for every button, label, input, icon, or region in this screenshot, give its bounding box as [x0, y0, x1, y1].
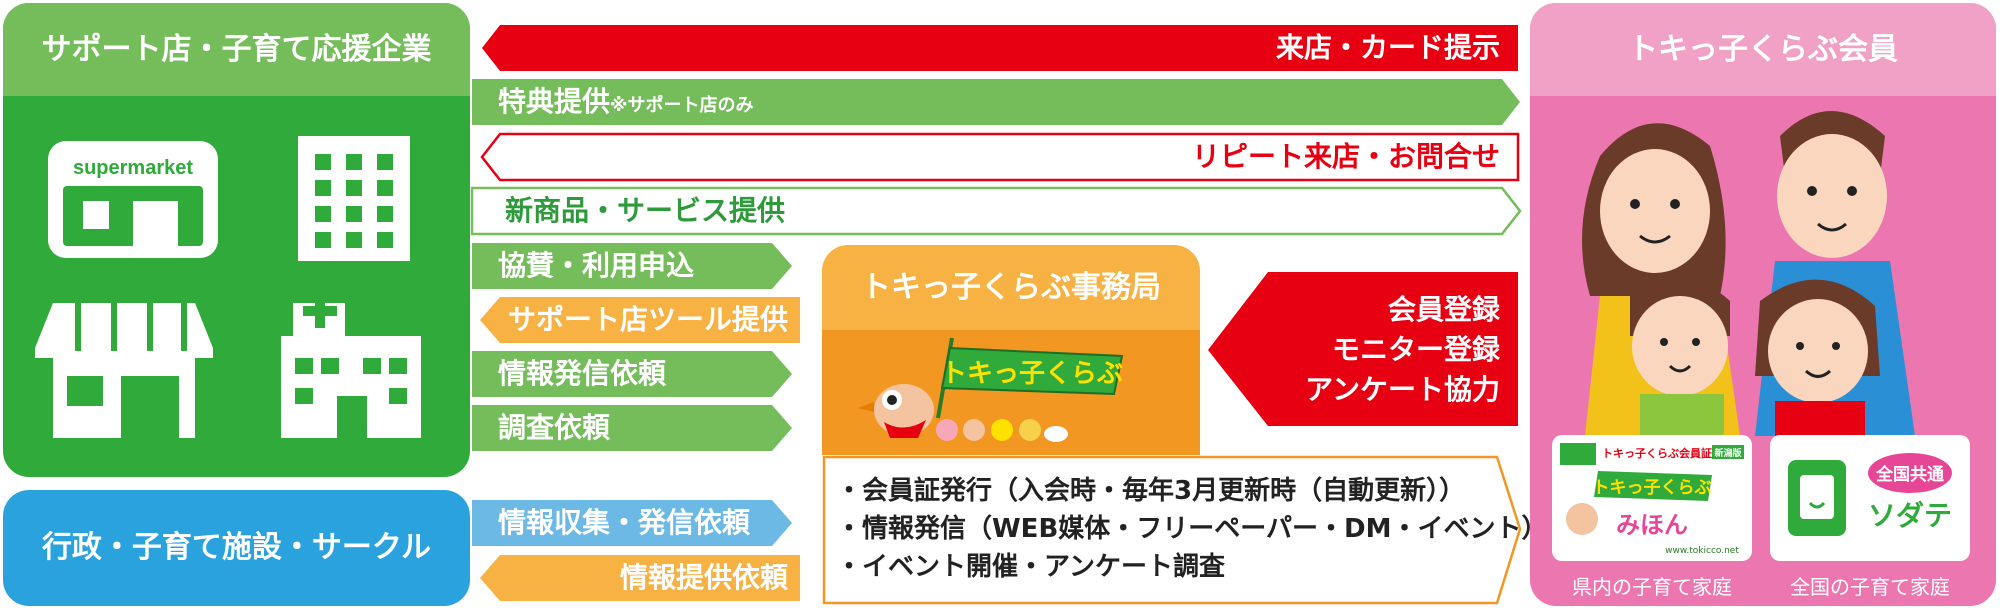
- bird-mascot-icon: [858, 384, 934, 438]
- members-panel: トキっ子くらぶ会員 トキっ子くらぶ会員証 新潟版: [1530, 3, 1996, 606]
- arrow-tools: [480, 297, 800, 343]
- arrow-collect-label: 情報収集・発信依頼: [498, 506, 751, 539]
- member-card-national: 全国共通 ソダテ: [1770, 435, 1970, 561]
- admin-title: 行政・子育て施設・サークル: [41, 530, 432, 565]
- arrow-survey-request: [472, 405, 792, 451]
- member-action-item: アンケート協力: [1305, 373, 1500, 406]
- arrow-member-actions: [1208, 272, 1518, 426]
- office-features-list: ・会員証発行（入会時・毎年3月更新時（自動更新）） ・情報発信（WEB媒体・フリ…: [836, 472, 1547, 586]
- card-brand-text: トキっ子くらぶ: [1593, 478, 1712, 498]
- support-stores-header: [3, 3, 470, 96]
- arrow-sponsor: [472, 243, 792, 289]
- card-header-text: トキっ子くらぶ会員証: [1602, 446, 1712, 460]
- arrow-sponsor-label: 協賛・利用申込: [498, 249, 695, 282]
- office-features-box: [822, 455, 1522, 605]
- arrow-survey-request-label: 調査依頼: [498, 411, 611, 444]
- member-action-item: 会員登録: [1387, 293, 1500, 326]
- member-actions-list: 会員登録 モニター登録 アンケート協力: [1305, 290, 1500, 410]
- national-badge-text: 全国共通: [1875, 464, 1944, 485]
- card-url-text: www.tokicco.net: [1665, 546, 1739, 556]
- members-title: トキっ子くらぶ会員: [1628, 32, 1898, 67]
- supermarket-icon: supermarket: [48, 141, 218, 258]
- office-feature-item: ・情報発信（WEB媒体・フリーペーパー・DM・イベント）: [836, 514, 1548, 544]
- arrow-repeat: [480, 132, 1520, 182]
- support-icons: supermarket: [35, 136, 421, 438]
- card-sub-text: みほん: [1616, 511, 1688, 539]
- member-action-item: モニター登録: [1331, 333, 1500, 366]
- office-logo: トキっ子くらぶ: [858, 337, 1124, 442]
- national-card-art: 全国共通 ソダテ: [1788, 453, 1952, 536]
- card-badge-text: 新潟版: [1714, 447, 1741, 459]
- admin-panel: 行政・子育て施設・サークル: [3, 490, 470, 606]
- office-building-icon: [298, 136, 410, 261]
- office-logo-text: トキっ子くらぶ: [941, 359, 1123, 389]
- arrow-info-request-label: 情報発信依頼: [498, 357, 667, 390]
- national-brand-text: ソダテ: [1868, 499, 1952, 532]
- office-feature-item: ・会員証発行（入会時・毎年3月更新時（自動更新））: [836, 476, 1466, 506]
- member-card-niigata-caption: 県内の子育て家庭: [1572, 575, 1732, 599]
- arrow-new-products: [470, 186, 1522, 236]
- arrow-visit-label: 来店・カード提示: [1275, 31, 1500, 64]
- member-card-niigata: トキっ子くらぶ会員証 新潟版 トキっ子くらぶ みほん www.tokicco.n…: [1552, 435, 1752, 561]
- members-header: [1530, 3, 1996, 96]
- arrow-tools-label: サポート店ツール提供: [507, 303, 788, 336]
- arrow-benefit: [472, 79, 1520, 125]
- hospital-icon: [281, 294, 421, 438]
- member-card-art: トキっ子くらぶ会員証 新潟版 トキっ子くらぶ みほん www.tokicco.n…: [1560, 443, 1744, 556]
- arrow-provide: [480, 555, 800, 601]
- chicks-icon: [936, 419, 1068, 442]
- arrow-info-request: [472, 351, 792, 397]
- arrow-visit: [482, 25, 1518, 71]
- support-stores-panel: サポート店・子育て応援企業 supermarket: [3, 3, 470, 477]
- arrow-repeat-label: リピート来店・お問合せ: [1191, 140, 1500, 173]
- office-header: トキっ子くらぶ事務局: [822, 245, 1200, 330]
- arrow-benefit-note: ※サポート店のみ: [610, 95, 754, 116]
- arrow-benefit-label: 特典提供※サポート店のみ: [498, 83, 754, 125]
- office-feature-item: ・イベント開催・アンケート調査: [836, 552, 1225, 582]
- arrow-benefit-text: 特典提供: [498, 85, 611, 118]
- arrow-new-products-label: 新商品・サービス提供: [505, 194, 786, 227]
- supermarket-label: supermarket: [73, 157, 193, 179]
- office-title: トキっ子くらぶ事務局: [861, 270, 1161, 305]
- arrow-collect: [472, 500, 792, 546]
- member-card-national-caption: 全国の子育て家庭: [1790, 575, 1950, 599]
- support-stores-title: サポート店・子育て応援企業: [41, 32, 432, 67]
- arrow-provide-label: 情報提供依頼: [619, 561, 788, 594]
- family-illustration-icon: [1582, 111, 1915, 436]
- office-body: トキっ子くらぶ: [822, 330, 1200, 455]
- store-icon: [35, 303, 213, 438]
